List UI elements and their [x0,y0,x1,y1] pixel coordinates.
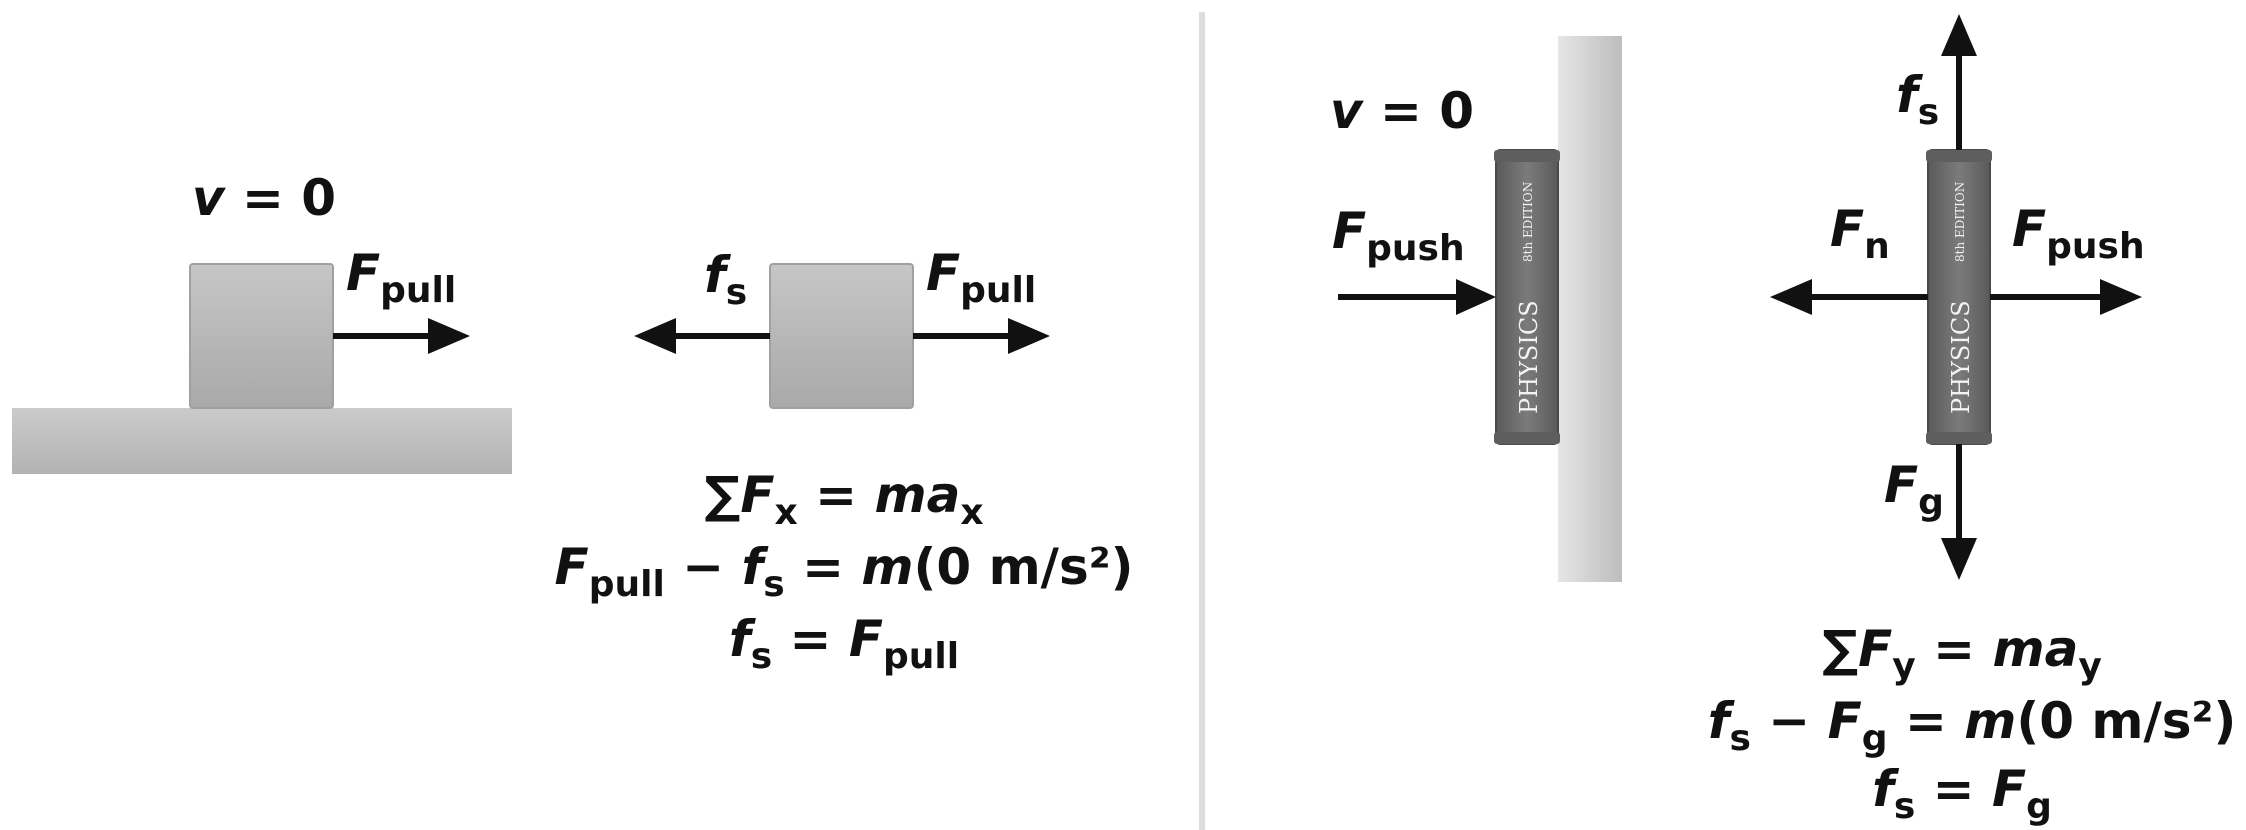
fbd-fpull-arrowhead [1008,318,1050,354]
left-equation-1: ∑Fx = max [704,466,983,533]
right-equation-3: fs = Fg [1872,760,2052,827]
book-on-wall: PHYSICS 8th EDITION [1494,149,1560,445]
fbd-book: PHYSICS 8th EDITION [1926,149,1992,445]
fbd-fs-up-arrowhead [1941,14,1977,56]
fbd-fpull-label: Fpull [926,244,1036,311]
f-push-arrowhead [1456,279,1496,315]
f-pull-label: Fpull [346,244,456,311]
right-panel: PHYSICS 8th EDITION v = 0 Fpush PHYSICS … [1330,14,2236,827]
fbd-block [769,263,914,409]
v-label-right: v = 0 [1330,82,1474,140]
left-equation-3: fs = Fpull [729,610,959,677]
v-label-left: v = 0 [192,169,336,227]
right-equation-1: ∑Fy = may [1822,620,2102,687]
block [189,263,334,409]
wall [1558,36,1622,582]
f-push-label: Fpush [1332,202,1465,269]
f-pull-arrowhead [428,318,470,354]
fbd-fs-up-label: fs [1896,66,1939,133]
fbd-fpush-arrowhead [2100,279,2142,315]
floor-surface [12,408,512,474]
book-title: PHYSICS [1515,300,1543,414]
fbd-fg-arrowhead [1941,538,1977,580]
right-equation-2: fs − Fg = m(0 m/s²) [1708,692,2237,759]
left-panel: v = 0 Fpull fs Fpull ∑Fx = max Fpull − f… [12,169,1133,677]
fbd-fpush-label: Fpush [2012,200,2145,267]
fbd-fs-label: fs [704,246,747,313]
fbd-book-title: PHYSICS [1947,300,1975,414]
fbd-fn-arrowhead [1770,279,1812,315]
left-equation-2: Fpull − fs = m(0 m/s²) [555,538,1134,605]
fbd-fs-arrowhead [634,318,676,354]
book-edition: 8th EDITION [1521,182,1535,262]
fbd-fn-label: Fn [1830,200,1890,267]
fbd-book-edition: 8th EDITION [1953,182,1967,262]
fbd-fg-label: Fg [1884,456,1944,523]
